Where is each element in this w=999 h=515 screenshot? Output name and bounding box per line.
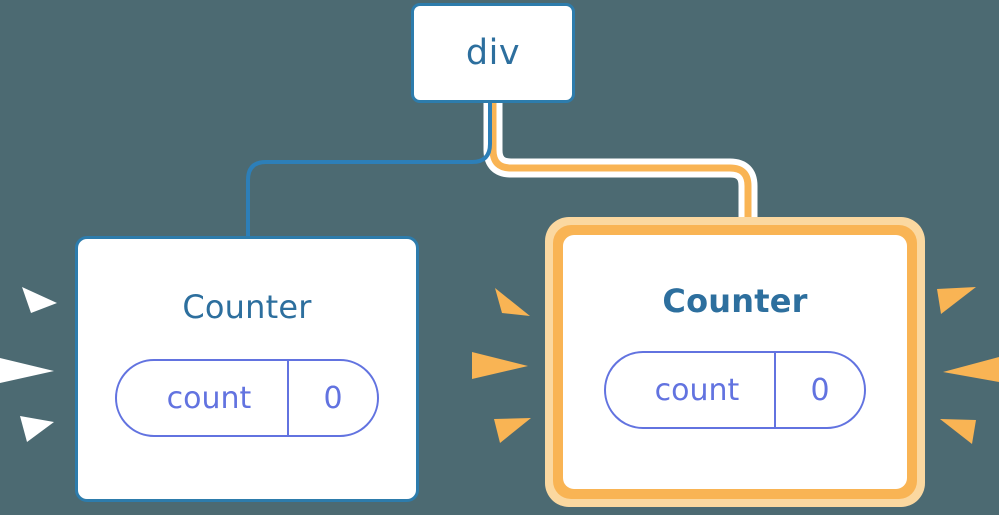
burst-rays-middle-orange [472, 288, 531, 443]
node-counter-right-title: Counter [662, 282, 808, 320]
node-div-label: div [465, 32, 521, 73]
ray-white-top [22, 287, 57, 313]
prop-key-left: count [166, 380, 252, 416]
burst-rays-left-white [0, 287, 57, 442]
ray-orange-mid-top [495, 288, 530, 316]
ray-orange-right-top [937, 287, 976, 314]
node-div[interactable]: div [411, 3, 575, 103]
node-counter-left-title: Counter [182, 288, 312, 326]
prop-separator-left [287, 361, 289, 435]
node-counter-right-highlight-glow: Counter count 0 [545, 217, 925, 507]
edge-root-to-left [246, 102, 492, 238]
node-counter-right-highlight-ring: Counter count 0 [553, 225, 917, 499]
prop-separator-right [774, 353, 776, 427]
prop-pill-right: count 0 [604, 351, 866, 429]
ray-orange-mid-middle [472, 352, 528, 379]
ray-orange-right-middle [943, 357, 999, 382]
prop-value-right: 0 [810, 372, 830, 408]
ray-white-bottom [20, 416, 54, 442]
burst-rays-right-orange [937, 287, 999, 444]
prop-key-right: count [654, 372, 740, 408]
ray-orange-mid-bottom [494, 418, 531, 443]
ray-white-middle [0, 358, 54, 383]
ray-orange-right-bottom [940, 419, 976, 444]
node-counter-right[interactable]: Counter count 0 [563, 235, 907, 489]
prop-pill-left: count 0 [115, 359, 379, 437]
edge-root-to-right [489, 100, 752, 232]
prop-value-left: 0 [323, 380, 343, 416]
node-counter-left[interactable]: Counter count 0 [75, 236, 419, 502]
